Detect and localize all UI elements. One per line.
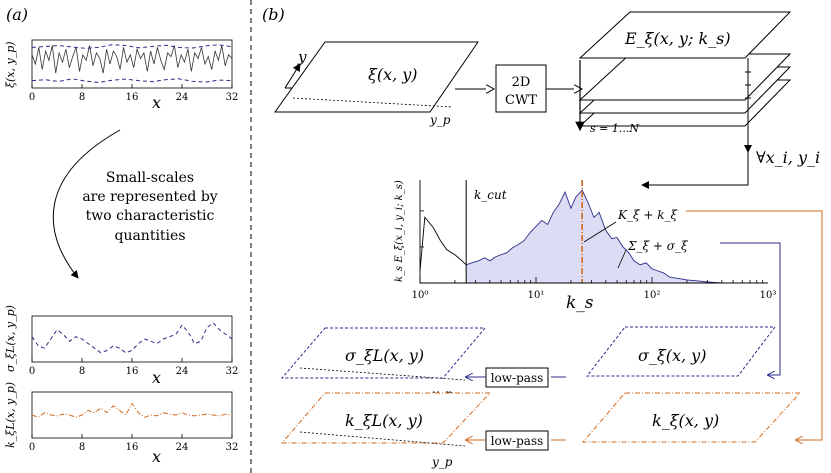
- spectrum-area: [419, 180, 722, 284]
- energy-stack: E_ξ(x, y; k_s) s = 1...N: [575, 11, 792, 153]
- lowpass-sigma: low-pass: [466, 367, 566, 388]
- spectrum-fill: [466, 190, 722, 283]
- Sigma-sum-label: Σ_ξ + σ_ξ: [627, 239, 689, 253]
- lowpass-k-label: low-pass: [491, 434, 544, 448]
- spectrum-line-low: [419, 216, 467, 271]
- signal-tick-label: 24: [176, 366, 189, 377]
- signal-tick-label: 16: [126, 92, 139, 103]
- xi-plane-yp: y_p: [429, 113, 451, 127]
- sigma-signal-series: [31, 322, 233, 354]
- k-plane-shape: [581, 392, 802, 443]
- signal-series-0: [31, 45, 233, 74]
- k-signal-ticks: 0 8 16 24 32: [29, 434, 239, 453]
- sigma-signal-xlabel: x: [152, 368, 161, 387]
- signal-tick-label: 16: [126, 442, 139, 453]
- signal-series-0: [31, 322, 233, 354]
- curved-arrow: [52, 129, 121, 279]
- cwt-box: 2D CWT: [495, 64, 547, 113]
- k-plane-label: k_ξ(x, y): [652, 411, 719, 430]
- kL-plane-shape: [280, 392, 492, 444]
- signal-tick-label: 32: [226, 366, 239, 377]
- signal-tick-label: 24: [176, 442, 189, 453]
- signal-series-2: [31, 78, 233, 84]
- kL-yp: y_p: [431, 455, 453, 469]
- panel-a-label: (a): [6, 5, 28, 24]
- lowpass-k: low-pass: [466, 430, 566, 451]
- signal-tick-label: 8: [79, 92, 85, 103]
- sigma-signal-plot: 0 8 16 24 32 σ_ξL(x, y_p) x: [4, 305, 238, 387]
- signal-tick-label: 16: [126, 366, 139, 377]
- sigma-plane-shape: [585, 326, 777, 377]
- s-range-label: s = 1...N: [590, 122, 639, 135]
- sigma-plane-label: σ_ξ(x, y): [638, 346, 706, 365]
- cwt-box-rect: [495, 64, 547, 113]
- panel-b-label: (b): [262, 5, 285, 24]
- signal-tick-label: 8: [79, 442, 85, 453]
- Sigma-pointer: [617, 249, 627, 269]
- signal-tick-label: 0: [29, 366, 35, 377]
- sigmaL-plane-label: σ_ξL(x, y): [345, 346, 424, 365]
- k-signal-series: [31, 402, 233, 418]
- K-pointer: [583, 221, 617, 243]
- annotation-line-2: are represented by: [82, 189, 217, 205]
- spectrum-xtick-label: 10⁰: [412, 290, 429, 301]
- xi-plane: ξ(x, y) y_p: [274, 41, 479, 127]
- kL-yp-line: [299, 431, 466, 447]
- k-signal-plot: 0 8 16 24 32 k_ξL(x, y_p) x: [4, 382, 238, 466]
- signal-tick-label: 24: [176, 92, 189, 103]
- signal-tick-label: 0: [29, 92, 35, 103]
- orange-connector: [686, 210, 823, 440]
- spectrum-line-high: [466, 189, 722, 284]
- signal-tick-label: 32: [226, 442, 239, 453]
- arrow-to-spectrum: [641, 152, 749, 189]
- cwt-line-2: CWT: [505, 93, 537, 108]
- signal-tick-label: 0: [29, 442, 35, 453]
- scale-annotation: Small-scales are represented by two char…: [82, 170, 217, 244]
- spectrum-xlabel: k_s: [566, 293, 594, 313]
- spectrum-xtick-label: 10¹: [528, 290, 545, 301]
- signal-series-0: [31, 402, 233, 418]
- signal-series-1: [31, 44, 233, 49]
- kL-plane: k_ξL(x, y) y_p: [280, 392, 492, 469]
- sigma-signal-ylabel: σ_ξL(x, y_p): [4, 305, 17, 372]
- cwt-line-1: 2D: [512, 75, 531, 90]
- e-plane-label: E_ξ(x, y; k_s): [624, 29, 731, 48]
- stack-layer-1: [578, 11, 792, 59]
- k-signal-xlabel: x: [152, 447, 161, 466]
- kL-plane-label: k_ξL(x, y): [345, 411, 423, 430]
- spectrum-axes: 10⁰ 10¹ 10² 10³: [412, 180, 777, 301]
- xi-signal-series: [31, 44, 233, 84]
- lowpass-sigma-label: low-pass: [491, 371, 544, 385]
- y-axis-label: y: [297, 48, 307, 66]
- kcut-label: k_cut: [474, 188, 507, 202]
- spectrum-ylabel: k_s E_ξ(x_i, y_i; k_s): [394, 180, 405, 282]
- annotation-line-4: quantities: [114, 228, 185, 244]
- sigmaL-yp-line: [299, 367, 466, 381]
- signal-tick-label: 8: [79, 366, 85, 377]
- sigmaL-plane-shape: [280, 327, 487, 379]
- forall-label: ∀x_i, y_i: [756, 148, 820, 167]
- xi-signal-ticks: 0 8 16 24 32: [29, 84, 239, 103]
- xi-signal-plot: 0 8 16 24 32 ξ(x, y_p) x: [4, 39, 239, 112]
- blue-connector: [720, 242, 781, 375]
- xi-plane-yp-line: [292, 97, 453, 108]
- k-signal-ylabel: k_ξL(x, y_p): [4, 382, 17, 448]
- signal-tick-label: 32: [226, 92, 239, 103]
- sigma-signal-ticks: 0 8 16 24 32: [29, 358, 239, 377]
- sigmaL-plane: σ_ξL(x, y) y_p: [280, 327, 487, 401]
- k-plane: k_ξ(x, y): [581, 392, 802, 443]
- xi-plane-shape: [274, 41, 479, 113]
- xi-signal-xlabel: x: [152, 93, 161, 112]
- y-axis-arrow: [284, 63, 301, 89]
- K-sum-label: K_ξ + k_ξ: [617, 208, 679, 222]
- spectrum-xtick-label: 10²: [644, 290, 661, 301]
- sigma-plane: σ_ξ(x, y): [585, 326, 777, 377]
- annotation-line-3: two characteristic: [86, 208, 215, 224]
- xi-plane-label: ξ(x, y): [368, 65, 418, 84]
- spectrum-xtick-label: 10³: [760, 290, 777, 301]
- xi-signal-ylabel: ξ(x, y_p): [4, 41, 17, 88]
- annotation-line-1: Small-scales: [106, 170, 194, 186]
